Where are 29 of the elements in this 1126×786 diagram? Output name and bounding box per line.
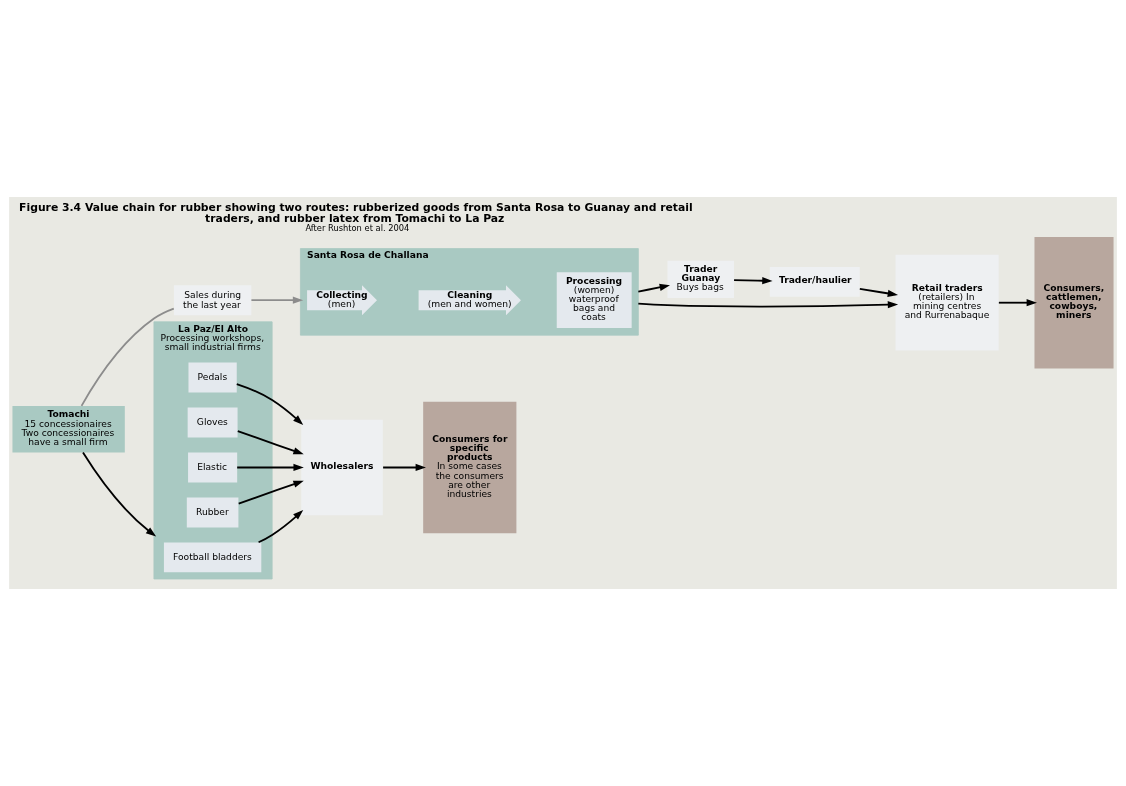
node-box: Pedals — [188, 362, 237, 393]
node-box: Sales during the last year — [173, 285, 252, 316]
arrow — [236, 463, 304, 472]
node-box: Retail traders (retailers) In mining centres and Rurrenabaque — [895, 254, 999, 351]
node-box: Elastic — [188, 452, 238, 483]
arrow — [858, 288, 899, 297]
node-box: Tomachi 15 concessionaires Two concessionaires have a small firm — [12, 405, 125, 453]
node-box: Trader Guanay Buys bags — [667, 260, 735, 299]
arrow — [237, 480, 304, 505]
arrow — [257, 509, 304, 544]
node-box: Trader/haulier — [769, 266, 860, 297]
arrow — [382, 463, 426, 472]
arrow — [637, 283, 670, 293]
node-box: Wholesalers — [301, 419, 383, 516]
caption: After Rushton et al. 2004 — [305, 223, 410, 234]
arrow — [733, 277, 773, 285]
node-box: Consumers, cattlemen, cowboys, miners — [1034, 236, 1114, 369]
node-box: Rubber — [186, 497, 239, 528]
arrow — [997, 299, 1037, 307]
arrow — [82, 451, 157, 537]
arrow — [637, 301, 899, 309]
connector — [80, 307, 175, 407]
arrow — [235, 383, 304, 425]
node-box: Gloves — [187, 407, 238, 438]
node-box: Consumers for specific products In some cases the consumers are other industries — [423, 401, 517, 534]
arrow — [250, 296, 304, 304]
node-box: Processing (women) waterproof bags and coats — [556, 272, 632, 329]
arrow — [236, 430, 304, 455]
node-box: Football bladders — [163, 542, 262, 573]
